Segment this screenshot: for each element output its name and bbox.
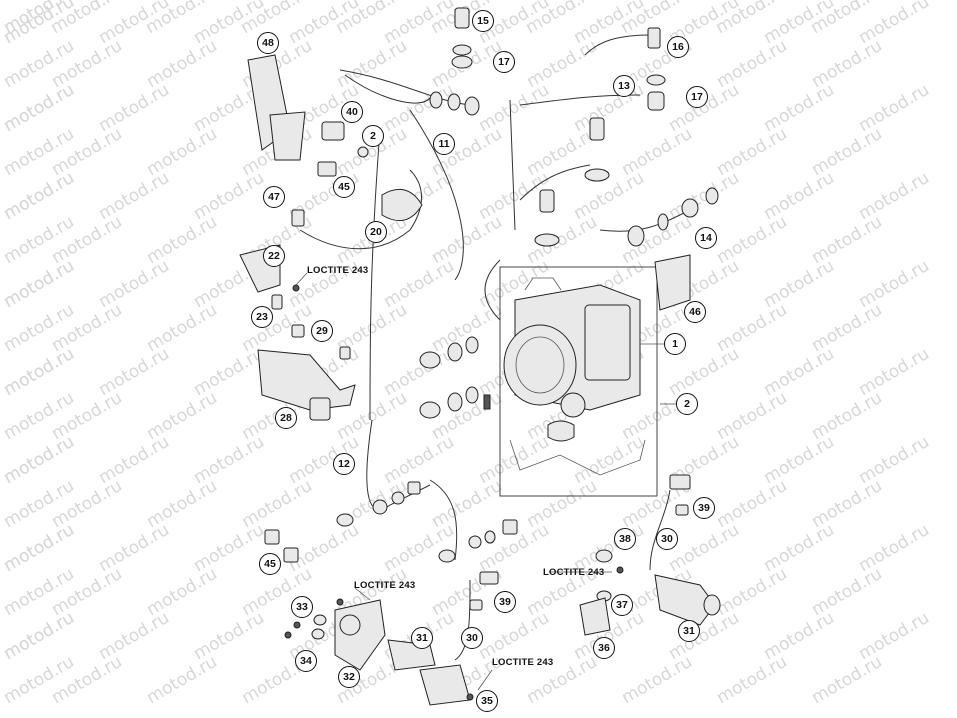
callout-45: 45 (333, 176, 355, 198)
callout-2: 2 (362, 125, 384, 147)
callout-16: 16 (667, 36, 689, 58)
loctite-label: LOCTITE 243 (492, 657, 554, 668)
callout-23: 23 (251, 306, 273, 328)
loctite-label: LOCTITE 243 (307, 265, 369, 276)
abs-unit-frame (499, 266, 658, 497)
callout-47: 47 (263, 186, 285, 208)
callout-30: 30 (656, 528, 678, 550)
callout-40: 40 (341, 101, 363, 123)
callout-31: 31 (678, 620, 700, 642)
callout-29: 29 (311, 320, 333, 342)
callout-46: 46 (684, 301, 706, 323)
callout-28: 28 (275, 407, 297, 429)
callout-30: 30 (461, 627, 483, 649)
callout-2: 2 (676, 393, 698, 415)
callout-32: 32 (338, 666, 360, 688)
callout-34: 34 (295, 650, 317, 672)
callout-31: 31 (411, 627, 433, 649)
callout-20: 20 (365, 221, 387, 243)
callout-15: 15 (472, 10, 494, 32)
loctite-label: LOCTITE 243 (543, 567, 605, 578)
callout-39: 39 (494, 591, 516, 613)
abs-modulator (503, 277, 646, 476)
callout-11: 11 (433, 133, 455, 155)
callout-17: 17 (686, 86, 708, 108)
callout-38: 38 (614, 528, 636, 550)
loctite-label: LOCTITE 243 (354, 580, 416, 591)
callout-14: 14 (695, 227, 717, 249)
callout-45: 45 (259, 553, 281, 575)
callout-17: 17 (493, 51, 515, 73)
leader-lines (295, 272, 676, 691)
callout-35: 35 (476, 690, 498, 712)
callout-13: 13 (613, 75, 635, 97)
callout-12: 12 (333, 453, 355, 475)
callout-1: 1 (664, 333, 686, 355)
callout-33: 33 (291, 596, 313, 618)
callout-37: 37 (611, 594, 633, 616)
fittings (239, 7, 721, 706)
callout-36: 36 (593, 637, 615, 659)
callout-48: 48 (257, 32, 279, 54)
brake-lines (299, 34, 691, 661)
callout-22: 22 (263, 245, 285, 267)
callout-39: 39 (693, 497, 715, 519)
